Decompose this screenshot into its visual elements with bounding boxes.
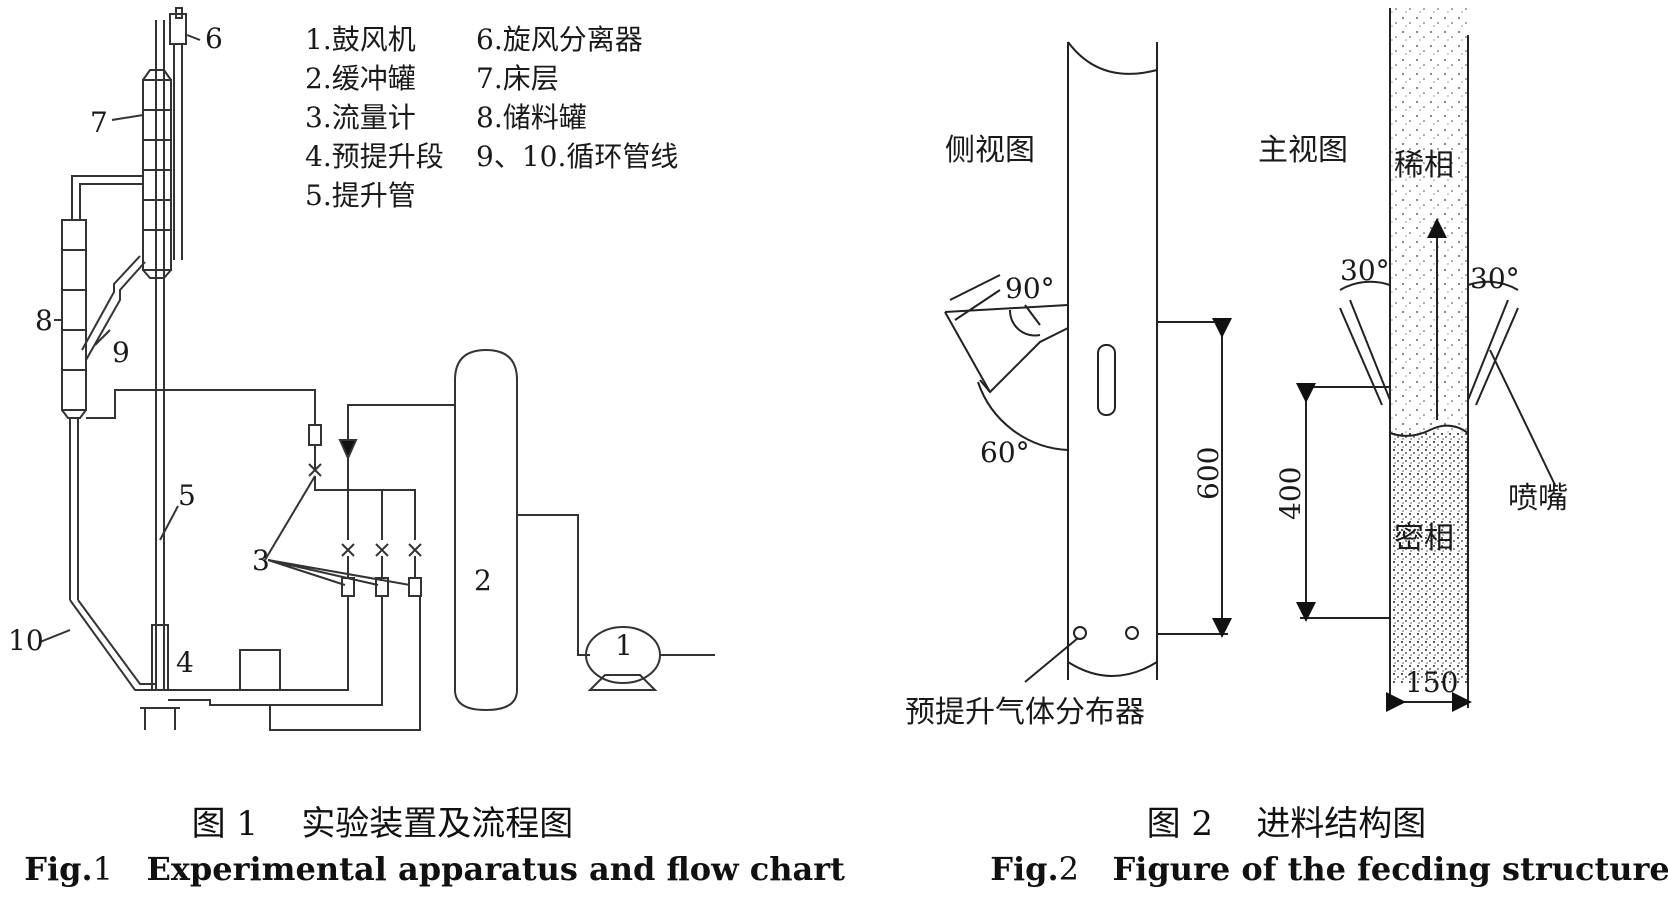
distributor-hole-2 <box>1125 626 1139 640</box>
dim-150-label: 150 <box>1405 666 1458 699</box>
fig1-apparatus <box>39 7 715 731</box>
legend-item-4: 4.预提升段 <box>305 140 444 173</box>
legend-item-9: 9、10.循环管线 <box>476 140 679 173</box>
cyclone-separator <box>169 7 187 260</box>
nozzle-right <box>1467 299 1519 406</box>
fig2-caption-en-label: Fig. <box>990 850 1059 888</box>
fig1-caption-cn: 图 1 实验装置及流程图 <box>170 756 574 845</box>
angle-90-label: 90° <box>1005 272 1055 305</box>
fig2-caption-en-number: 2 <box>1058 850 1080 888</box>
fig2-caption-cn: 图 2 进料结构图 <box>1125 756 1427 845</box>
angle-30-right-label: 30° <box>1470 262 1520 295</box>
fig2-side-view <box>944 41 1232 683</box>
legend-item-6: 6.旋风分离器 <box>476 23 643 56</box>
dense-phase-region <box>1390 433 1468 683</box>
callout-3: 3 <box>252 544 270 577</box>
callout-1: 1 <box>615 629 633 662</box>
fig1-caption-en-label: Fig. <box>24 850 93 888</box>
riser-tube <box>155 20 165 690</box>
circulation-line-10 <box>69 418 156 691</box>
fig2-caption-en-title: Figure of the fecding structure <box>1112 850 1668 888</box>
fig2-front-view <box>1296 8 1556 712</box>
nozzle-left <box>1339 299 1391 406</box>
callout-7: 7 <box>90 106 108 139</box>
side-slot <box>1097 344 1116 416</box>
dilute-phase-region <box>1390 8 1468 433</box>
fig2-caption-en: Fig.2 Figure of the fecding structure <box>968 812 1668 888</box>
angle-60-label: 60° <box>980 436 1030 469</box>
legend-item-1: 1.鼓风机 <box>305 23 416 56</box>
callout-9: 9 <box>112 336 130 369</box>
pre-lift-section <box>140 624 180 730</box>
buffer-tank <box>454 348 518 712</box>
flowmeter-3 <box>408 577 422 597</box>
fig2-caption-cn-label: 图 2 <box>1146 804 1214 844</box>
callout-6: 6 <box>205 22 223 55</box>
legend-item-3: 3.流量计 <box>305 101 416 134</box>
fig1-caption-cn-title: 实验装置及流程图 <box>301 804 574 844</box>
circulation-line-9 <box>85 261 146 361</box>
angle-30-left-label: 30° <box>1340 254 1390 287</box>
nozzle-label: 喷嘴 <box>1508 481 1568 516</box>
legend-item-8: 8.储料罐 <box>476 101 587 134</box>
flowmeter-top <box>308 424 322 446</box>
distributor-label: 预提升气体分布器 <box>905 695 1145 730</box>
dilute-phase-label: 稀相 <box>1394 148 1454 183</box>
blower <box>585 626 715 691</box>
legend-item-5: 5.提升管 <box>305 179 416 212</box>
fig1-caption-cn-label: 图 1 <box>191 804 259 844</box>
fig1-caption-en: Fig.1 Experimental apparatus and flow ch… <box>2 812 845 888</box>
storage-tank <box>61 219 87 419</box>
transfer-line-top <box>71 175 143 220</box>
legend-item-7: 7.床层 <box>476 62 559 95</box>
legend-item-2: 2.缓冲罐 <box>305 62 416 95</box>
callout-8: 8 <box>35 304 53 337</box>
dense-phase-label: 密相 <box>1394 521 1454 556</box>
callout-5: 5 <box>178 479 196 512</box>
fig1-caption-en-title: Experimental apparatus and flow chart <box>146 850 845 888</box>
callout-2: 2 <box>474 564 492 597</box>
callout-10: 10 <box>8 624 44 657</box>
callout-4: 4 <box>176 646 194 679</box>
front-view-label: 主视图 <box>1258 133 1348 168</box>
dim-600-label: 600 <box>1192 447 1225 500</box>
dim-400-label: 400 <box>1274 467 1307 520</box>
distributor-hole-1 <box>1073 626 1087 640</box>
side-view-label: 侧视图 <box>945 133 1035 168</box>
flowmeter-1 <box>341 577 355 597</box>
fig1-caption-en-number: 1 <box>92 850 114 888</box>
fig2-caption-cn-title: 进料结构图 <box>1256 804 1427 844</box>
side-nozzle <box>944 274 1069 394</box>
